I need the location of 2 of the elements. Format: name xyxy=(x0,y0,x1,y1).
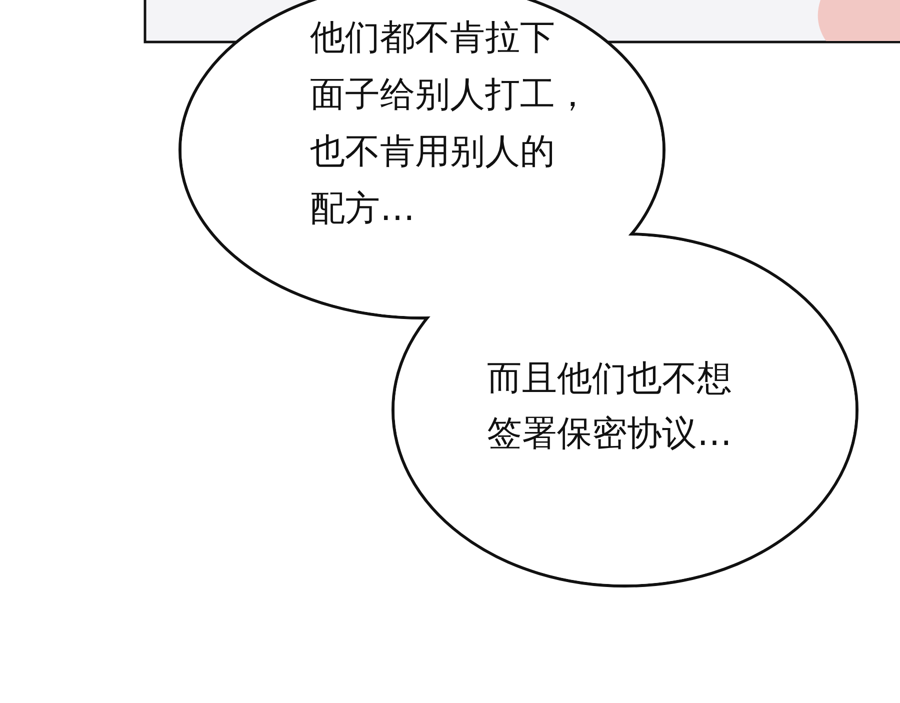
speech-text: 他们都不肯拉下面子给别人打工，也不肯用别人的配方… xyxy=(310,17,572,231)
speech-text: 而且他们也不想签署保密协议… xyxy=(487,358,733,456)
